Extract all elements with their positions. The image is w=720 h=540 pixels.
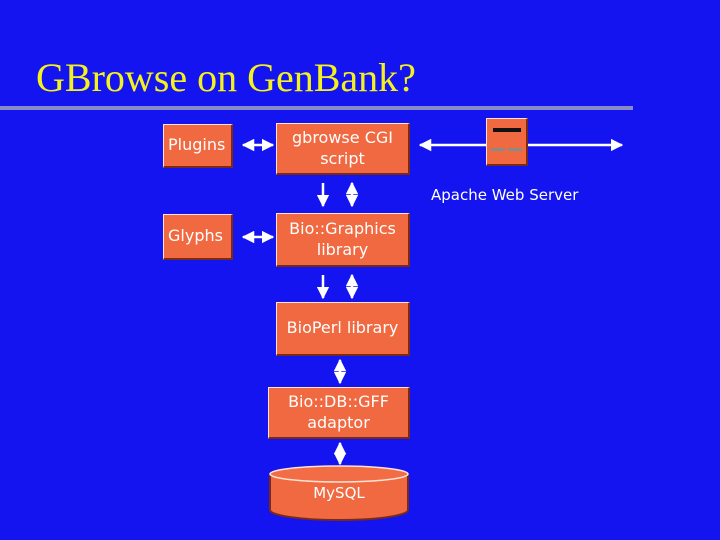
- bio-graphics-box: Bio::Graphics library: [276, 213, 410, 267]
- gbrowse-cgi-box: gbrowse CGI script: [276, 123, 410, 175]
- glyphs-box: Glyphs: [163, 214, 233, 260]
- bio-db-gff-box: Bio::DB::GFF adaptor: [268, 387, 410, 439]
- server-icon: [486, 118, 528, 166]
- title-rule: [0, 106, 633, 110]
- server-indicator-left: [491, 148, 505, 151]
- glyphs-label: Glyphs: [168, 226, 223, 246]
- server-drive-slot: [493, 128, 521, 132]
- gbrowse-cgi-label: gbrowse CGI script: [292, 127, 393, 168]
- server-label: Apache Web Server: [431, 186, 579, 204]
- server-indicator-right: [508, 148, 522, 151]
- slide-title: GBrowse on GenBank?: [36, 55, 416, 100]
- mysql-label: MySQL: [313, 484, 365, 502]
- plugins-label: Plugins: [168, 135, 226, 155]
- bio-db-gff-label: Bio::DB::GFF adaptor: [288, 391, 389, 432]
- plugins-box: Plugins: [163, 124, 233, 168]
- bioperl-label: BioPerl library: [286, 318, 399, 338]
- mysql-cylinder: [269, 465, 409, 521]
- bio-graphics-label: Bio::Graphics library: [289, 218, 396, 259]
- bioperl-box: BioPerl library: [276, 302, 410, 356]
